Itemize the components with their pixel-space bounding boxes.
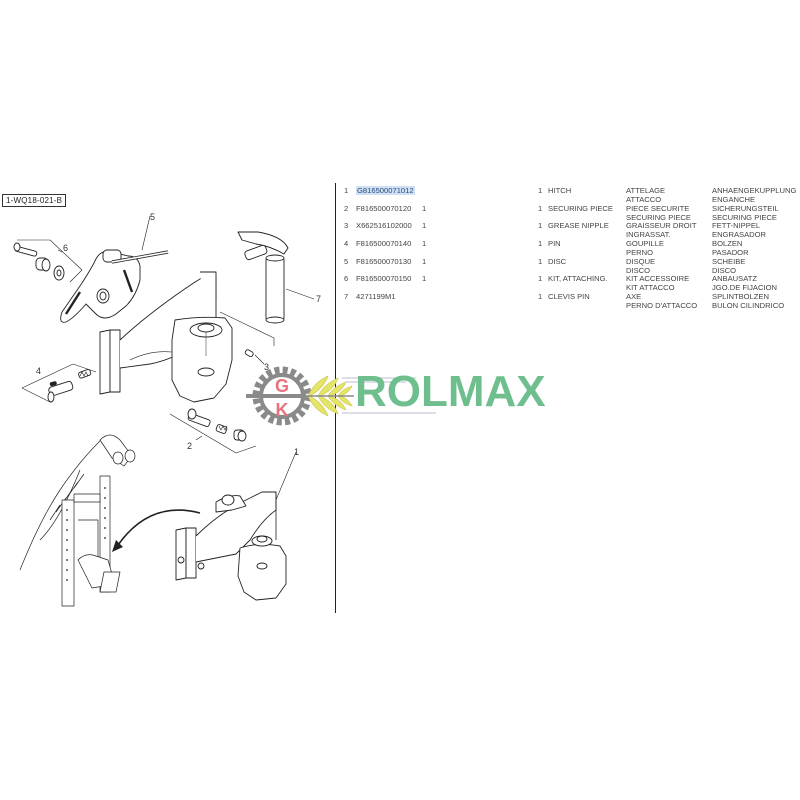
callout-numbers: 5 6 7 3 4 2 1 — [36, 212, 321, 457]
description-fr: AXE — [626, 292, 642, 301]
description-it: KIT ATTACCO — [626, 282, 675, 292]
part-number-highlighted[interactable]: G816500071012 — [356, 186, 415, 195]
description-it: PERNO — [626, 247, 654, 257]
description-it: PERNO D'ATTACCO — [626, 300, 698, 310]
quantity-ref: 1 — [422, 221, 427, 230]
description-de: ANHAENGEKUPPLUNG — [712, 186, 797, 195]
description-fr: PIECE SECURITE — [626, 204, 690, 213]
description-es: SECURING PIECE — [712, 212, 777, 222]
item-number: 6 — [344, 274, 349, 283]
quantity-ref: 1 — [422, 239, 427, 248]
description-fr: GOUPILLE — [626, 239, 664, 248]
callout-7: 7 — [316, 294, 321, 304]
description-es: ENGANCHE — [712, 194, 756, 204]
quantity: 1 — [538, 221, 543, 230]
part-5-latch — [60, 215, 169, 323]
callout-5: 5 — [150, 212, 155, 222]
description-de: SCHEIBE — [712, 257, 746, 266]
description-es: PASADOR — [712, 247, 749, 257]
description-es: JGO.DE FIJACION — [712, 282, 777, 292]
quantity: 1 — [538, 257, 543, 266]
callout-4: 4 — [36, 366, 41, 376]
description-en: SECURING PIECE — [548, 204, 613, 213]
description-en: PIN — [548, 239, 561, 248]
callout-6: 6 — [63, 243, 68, 253]
quantity: 1 — [538, 204, 543, 213]
quantity-ref: 1 — [422, 204, 427, 213]
tractor-rear-view — [19, 434, 136, 607]
install-arrow — [117, 509, 201, 546]
description-fr: DISQUE — [626, 257, 656, 266]
part-number: F816500070120 — [356, 204, 412, 213]
description-de: SICHERUNGSTEIL — [712, 204, 779, 213]
item-number: 5 — [344, 257, 349, 266]
description-de: ANBAUSATZ — [712, 274, 758, 283]
quantity: 1 — [538, 239, 543, 248]
description-en: DISC — [548, 257, 567, 266]
description-es: DISCO — [712, 265, 737, 275]
description-fr: ATTELAGE — [626, 186, 666, 195]
gear-letter-g: G — [275, 376, 289, 396]
rolmax-brand-text: ROLMAX — [355, 367, 546, 416]
description-en: CLEVIS PIN — [548, 292, 590, 301]
item-number: 4 — [344, 239, 349, 248]
item-number: 2 — [344, 204, 349, 213]
part-number: F816500070130 — [356, 257, 412, 266]
part-number: F816500070150 — [356, 274, 412, 283]
description-it: ATTACCO — [626, 194, 662, 204]
description-it: DISCO — [626, 265, 651, 275]
quantity: 1 — [538, 274, 543, 283]
description-en: GREASE NIPPLE — [548, 221, 609, 230]
description-en: KIT, ATTACHING. — [548, 274, 608, 283]
item-number: 1 — [344, 186, 349, 195]
part-3-grease-nipple — [244, 349, 265, 365]
callout-2: 2 — [187, 441, 192, 451]
callout-3: 3 — [264, 362, 269, 372]
description-de: FETT-NIPPEL — [712, 221, 761, 230]
exploded-parts-diagram: 5 6 7 3 4 2 1 — [13, 212, 321, 607]
part-number: X662516102000 — [356, 221, 412, 230]
quantity: 1 — [538, 186, 543, 195]
item-number: 3 — [344, 221, 349, 230]
column-divider — [335, 183, 336, 613]
part-number: 4271199M1 — [356, 292, 396, 301]
gear-letter-k: K — [276, 400, 289, 420]
gk-rolmax-logo: G K — [246, 366, 436, 426]
description-it: SECURING PIECE — [626, 212, 691, 222]
part-1-hitch-assembled — [175, 451, 297, 601]
part-4-pin-set — [21, 363, 97, 403]
diagram-reference-label: 1-WQ18-021-B — [2, 194, 67, 207]
quantity: 1 — [538, 292, 543, 301]
description-de: SPLINTBOLZEN — [712, 292, 769, 301]
part-6-bolt-set — [13, 239, 83, 283]
description-fr: KIT ACCESSOIRE — [626, 274, 690, 283]
description-es: ENGRASADOR — [712, 229, 767, 239]
description-de: BOLZEN — [712, 239, 743, 248]
install-arrow-head — [112, 540, 123, 552]
part-2-securing-set — [169, 408, 257, 454]
part-number: F816500070140 — [356, 239, 412, 248]
description-en: HITCH — [548, 186, 572, 195]
part-7-clevis-pin — [219, 231, 315, 346]
wheat-icon — [306, 375, 354, 417]
description-fr: GRAISSEUR DROIT — [626, 221, 697, 230]
description-it: INGRASSAT. — [626, 229, 671, 239]
description-es: BULON CILINDRICO — [712, 300, 785, 310]
callout-1: 1 — [294, 447, 299, 457]
item-number: 7 — [344, 292, 349, 301]
quantity-ref: 1 — [422, 274, 427, 283]
part-1-hitch-body-exploded — [99, 271, 233, 403]
quantity-ref: 1 — [422, 257, 427, 266]
